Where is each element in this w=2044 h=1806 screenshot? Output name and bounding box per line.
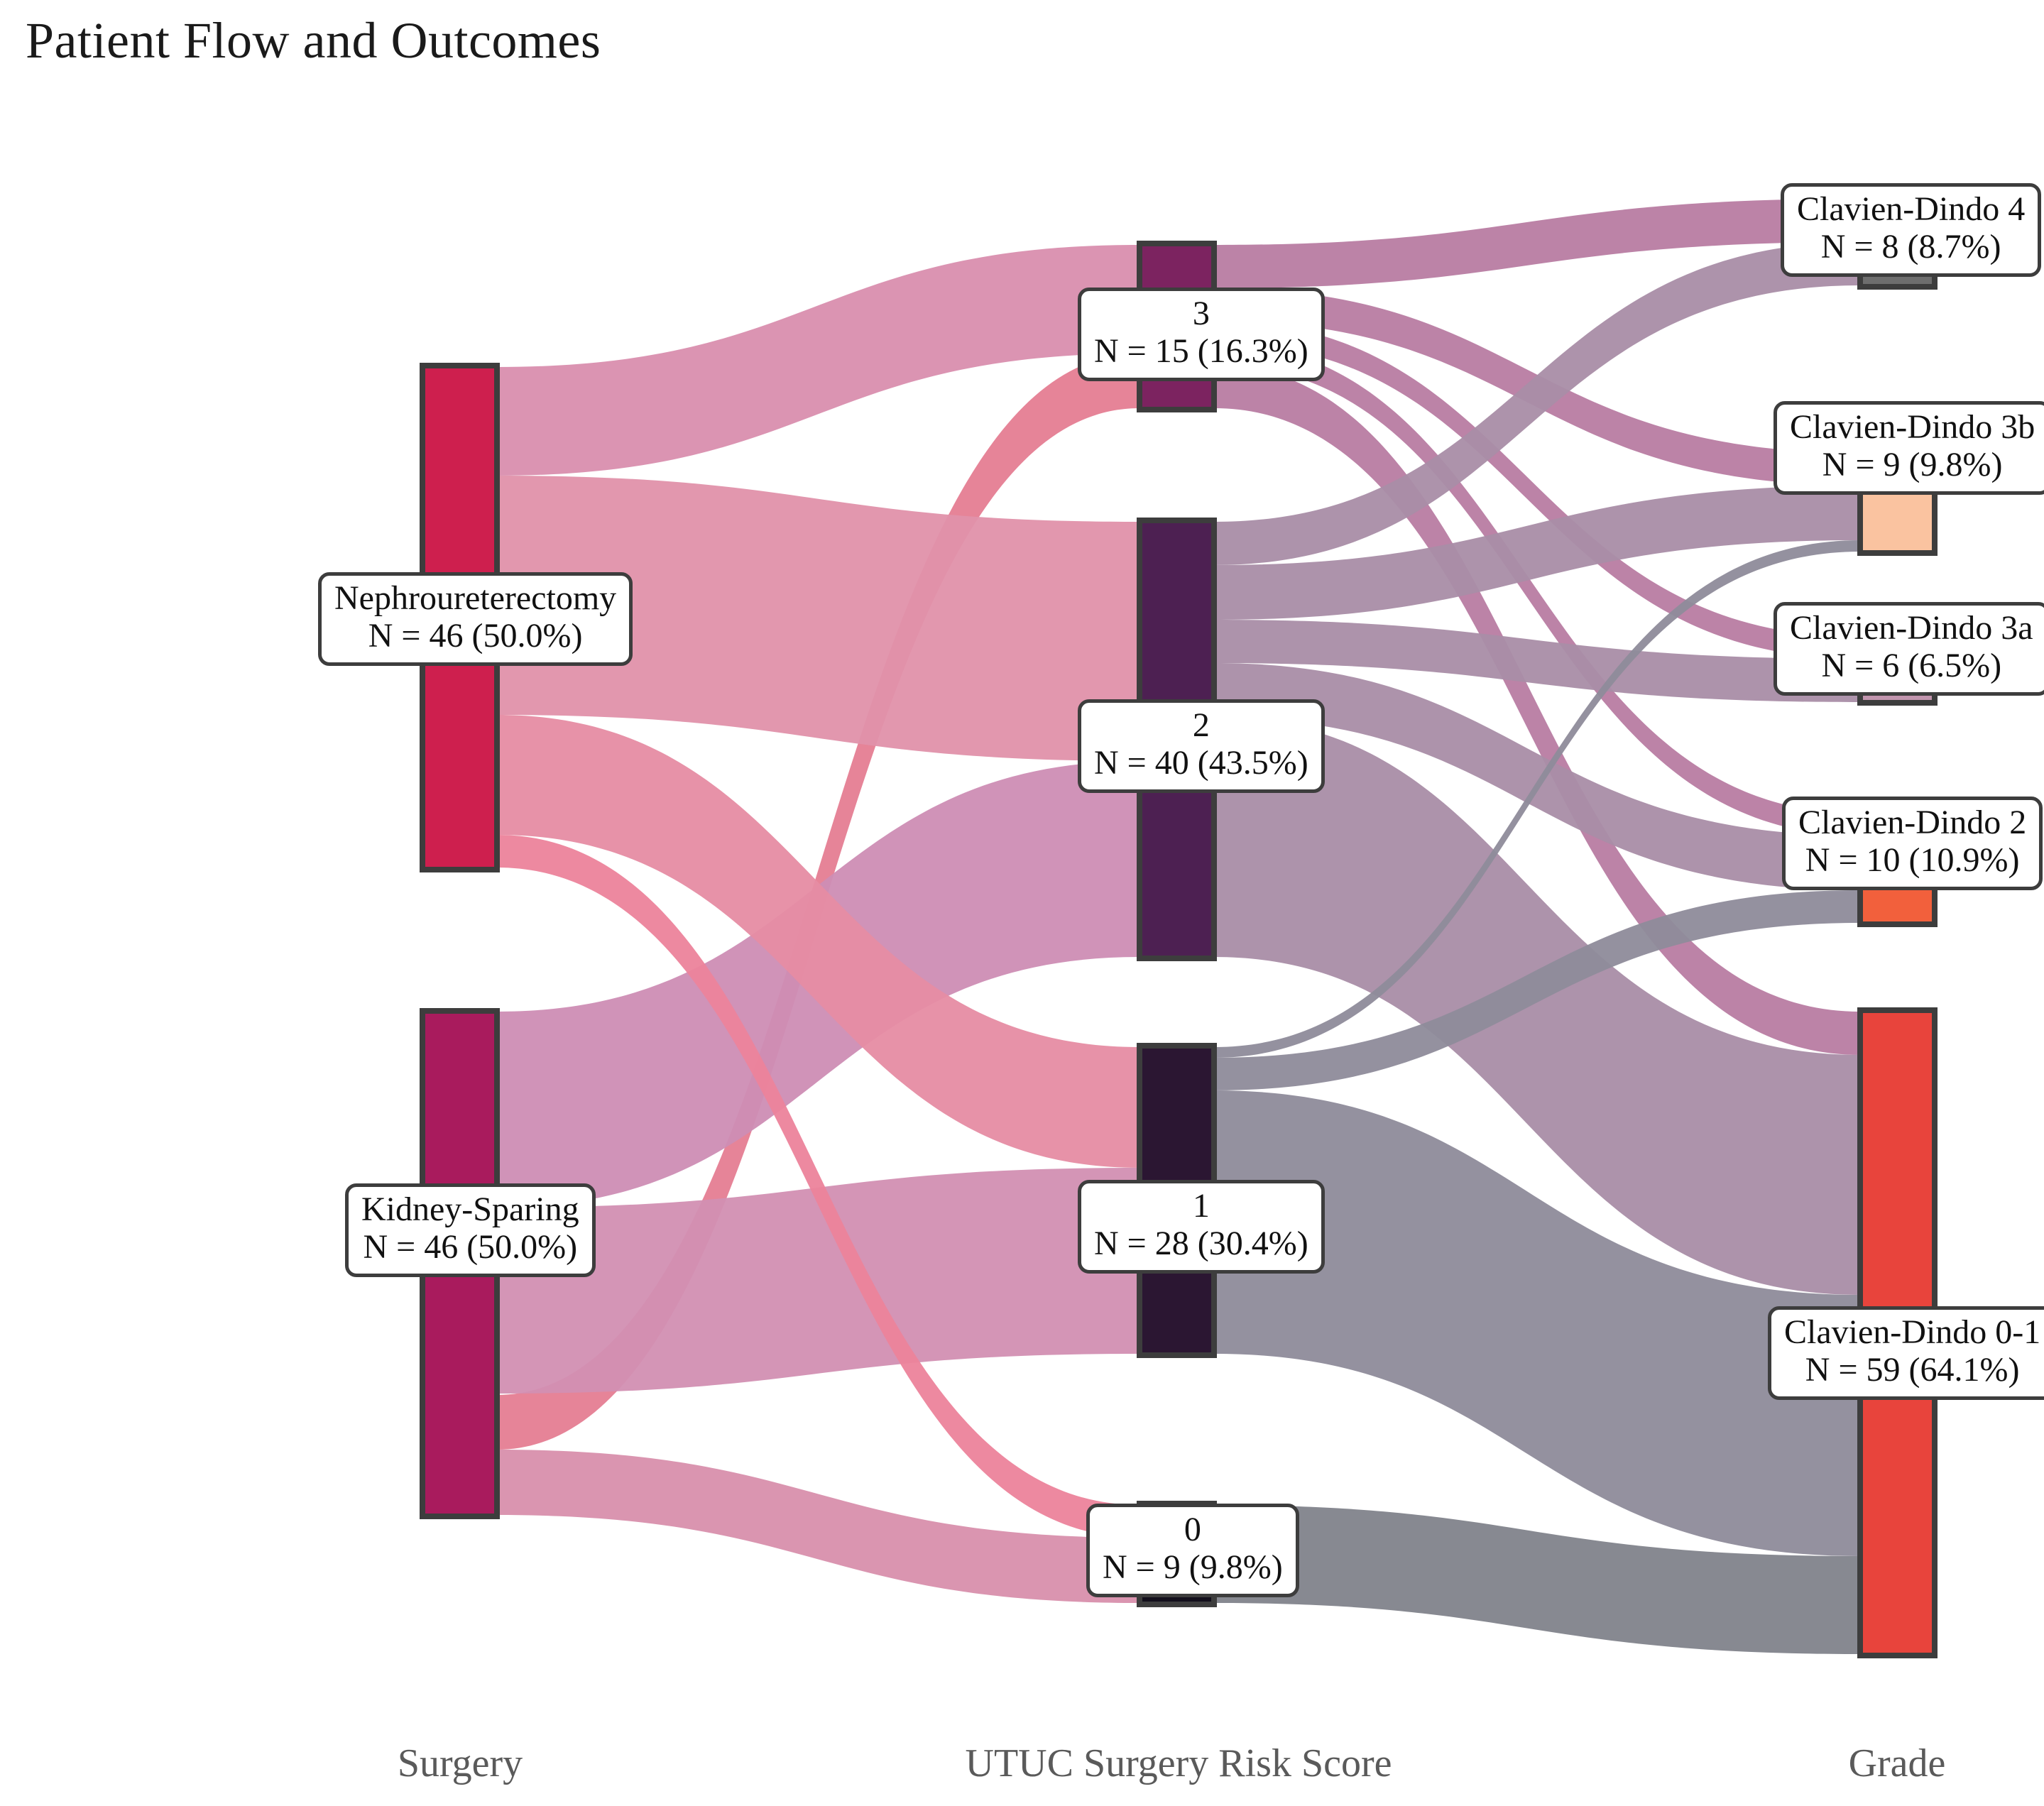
node-label-line2: N = 28 (30.4%) [1094, 1224, 1308, 1262]
link-r2-cd2 [1214, 663, 1860, 890]
node-label-line1: Clavien-Dindo 0-1 [1784, 1313, 2041, 1351]
node-label-line1: 1 [1192, 1187, 1210, 1225]
node-label-line1: Clavien-Dindo 4 [1797, 190, 2026, 228]
link-neph-r0 [497, 835, 1139, 1538]
axis-label-surgery: Surgery [397, 1741, 523, 1785]
node-label-clavien-dindo-0-1[interactable]: Clavien-Dindo 0-1 N = 59 (64.1%) [1768, 1306, 2044, 1400]
link-r2-cd3b [1214, 486, 1860, 620]
node-label-line2: N = 46 (50.0%) [368, 616, 583, 655]
node-label-risk-3[interactable]: 3 N = 15 (16.3%) [1078, 288, 1325, 381]
link-neph-r1 [497, 715, 1139, 1168]
links-surgery-to-risk [497, 245, 1139, 1603]
link-r2-cd01 [1214, 718, 1860, 1295]
node-label-nephroureterectomy[interactable]: Nephroureterectomy N = 46 (50.0%) [318, 572, 633, 666]
node-label-line2: N = 9 (9.8%) [1822, 445, 2003, 483]
node-label-line1: 0 [1184, 1511, 1201, 1548]
node-label-clavien-dindo-4[interactable]: Clavien-Dindo 4 N = 8 (8.7%) [1781, 183, 2042, 277]
node-label-risk-0[interactable]: 0 N = 9 (9.8%) [1086, 1504, 1299, 1597]
node-label-line1: 2 [1192, 706, 1210, 744]
link-r2-cd4 [1214, 242, 1860, 565]
link-neph-r2 [497, 476, 1139, 761]
axis-label-grade: Grade [1848, 1741, 1946, 1785]
node-label-line1: Clavien-Dindo 3a [1790, 609, 2033, 647]
node-label-line1: Clavien-Dindo 3b [1790, 408, 2035, 446]
link-r3-cd3a [1214, 321, 1860, 659]
node-label-line2: N = 6 (6.5%) [1821, 646, 2002, 684]
node-label-line2: N = 8 (8.7%) [1820, 227, 2001, 266]
node-label-line2: N = 9 (9.8%) [1103, 1548, 1283, 1586]
link-ksp-r0 [497, 1450, 1139, 1603]
node-label-risk-2[interactable]: 2 N = 40 (43.5%) [1078, 699, 1325, 793]
page-title: Patient Flow and Outcomes [26, 12, 601, 69]
link-neph-r3 [497, 245, 1139, 476]
node-label-risk-1[interactable]: 1 N = 28 (30.4%) [1078, 1180, 1325, 1274]
link-ksp-r1 [497, 1168, 1139, 1394]
node-label-line2: N = 59 (64.1%) [1805, 1350, 2020, 1389]
node-label-line2: N = 46 (50.0%) [363, 1227, 578, 1266]
node-label-line1: Kidney-Sparing [361, 1191, 579, 1228]
links-risk-to-grade [1214, 199, 1860, 1654]
link-r1-cd01 [1214, 1090, 1860, 1556]
node-label-line2: N = 40 (43.5%) [1094, 743, 1308, 782]
link-r1-cd2 [1214, 890, 1860, 1090]
link-r3-cd4 [1214, 199, 1860, 288]
node-label-line2: N = 15 (16.3%) [1094, 332, 1308, 370]
link-r2-cd3a [1214, 620, 1860, 702]
node-label-clavien-dindo-3a[interactable]: Clavien-Dindo 3a N = 6 (6.5%) [1774, 602, 2044, 696]
node-label-line1: Nephroureterectomy [334, 579, 617, 617]
axis-label-risk-score: UTUC Surgery Risk Score [965, 1741, 1392, 1785]
node-label-line2: N = 10 (10.9%) [1805, 841, 2020, 879]
node-label-line1: Clavien-Dindo 2 [1798, 804, 2027, 841]
node-label-line1: 3 [1192, 295, 1210, 332]
node-label-clavien-dindo-2[interactable]: Clavien-Dindo 2 N = 10 (10.9%) [1782, 797, 2043, 890]
node-label-clavien-dindo-3b[interactable]: Clavien-Dindo 3b N = 9 (9.8%) [1774, 401, 2044, 495]
link-r3-cd01 [1214, 365, 1860, 1055]
link-r0-cd01 [1214, 1505, 1860, 1654]
node-label-kidney-sparing[interactable]: Kidney-Sparing N = 46 (50.0%) [345, 1183, 596, 1277]
